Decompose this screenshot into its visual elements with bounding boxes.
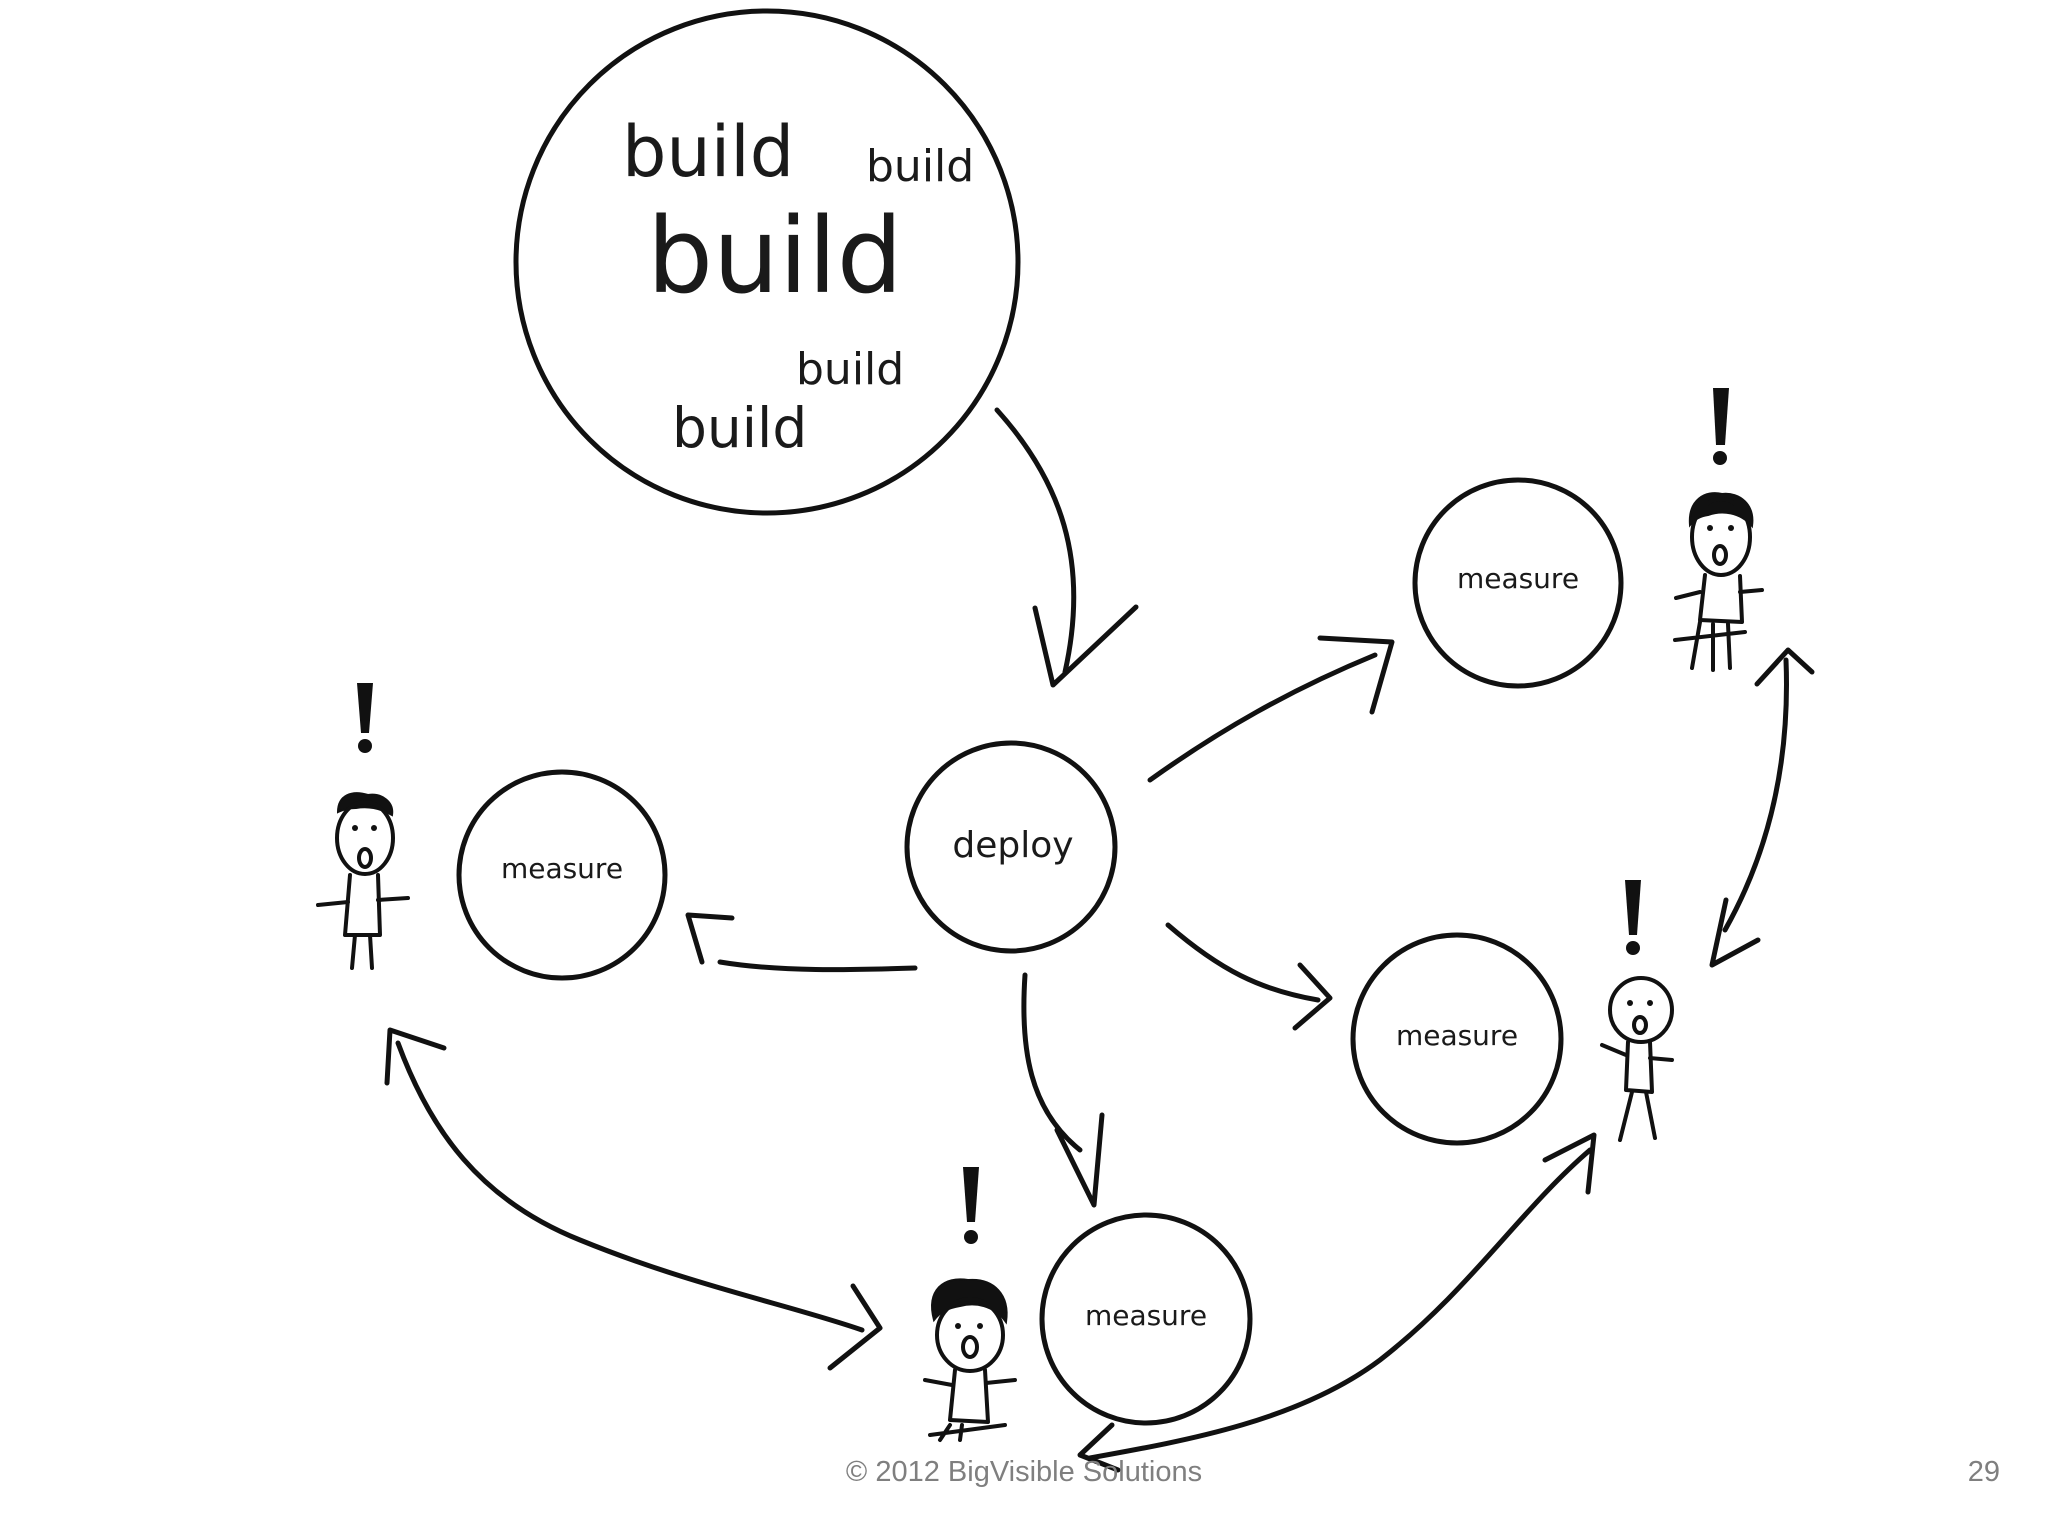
build-word: build bbox=[796, 344, 904, 395]
measure-label: measure bbox=[1457, 562, 1579, 595]
arrow-deploy-to-left-measure bbox=[685, 912, 918, 973]
node-measure-bottom: measure bbox=[1039, 1212, 1253, 1426]
node-measure-left: measure bbox=[456, 769, 668, 981]
build-word-large: build bbox=[647, 195, 903, 317]
arrow-shaft bbox=[1722, 657, 1789, 933]
arrow-shaft bbox=[1087, 1147, 1593, 1461]
arrow-build-to-deploy bbox=[994, 407, 1139, 688]
exclamation-icon bbox=[1713, 388, 1729, 465]
arrow-shaft bbox=[717, 959, 918, 973]
measure-circle bbox=[1039, 1212, 1253, 1426]
arrow-head bbox=[1077, 1422, 1121, 1473]
arrow-bottom-to-right-figure bbox=[1077, 1132, 1597, 1473]
measure-circle bbox=[456, 769, 668, 981]
exclamation-icon bbox=[1625, 880, 1641, 955]
node-deploy: deploy bbox=[904, 740, 1118, 954]
arrow-head bbox=[384, 1027, 447, 1086]
arrow-upper-right-to-right-figure bbox=[1709, 647, 1815, 968]
arrow-shaft bbox=[994, 407, 1077, 675]
arrow-shaft bbox=[1165, 922, 1321, 1003]
arrow-shaft bbox=[1021, 972, 1083, 1153]
footer-copyright: © 2012 BigVisible Solutions bbox=[845, 1456, 1203, 1488]
deploy-label: deploy bbox=[952, 825, 1073, 866]
stick-figure-bottom bbox=[923, 1167, 1017, 1442]
arrow-head bbox=[1542, 1132, 1597, 1195]
build-word: build bbox=[622, 111, 794, 193]
measure-circle bbox=[1350, 932, 1564, 1146]
arrow-head bbox=[1032, 604, 1139, 688]
arrow-head bbox=[1754, 647, 1815, 687]
arrow-head bbox=[1317, 635, 1395, 715]
arrow-deploy-to-upper-measure bbox=[1147, 635, 1395, 783]
node-measure-upper-right: measure bbox=[1412, 477, 1624, 689]
arrow-head bbox=[827, 1283, 883, 1371]
arrow-head bbox=[1292, 962, 1333, 1031]
arrow-deploy-to-right-measure bbox=[1165, 922, 1333, 1031]
measure-label: measure bbox=[501, 852, 623, 885]
exclamation-icon bbox=[357, 683, 373, 753]
stick-figure-right bbox=[1600, 880, 1674, 1142]
node-measure-right: measure bbox=[1350, 932, 1564, 1146]
measure-label: measure bbox=[1396, 1019, 1518, 1052]
page-number: 29 bbox=[1967, 1456, 2000, 1488]
measure-circle bbox=[1412, 477, 1624, 689]
arrow-shaft bbox=[395, 1040, 865, 1333]
deploy-circle bbox=[904, 740, 1118, 954]
build-word: build bbox=[866, 141, 974, 192]
arrow-shaft bbox=[1147, 652, 1378, 783]
arrow-left-to-bottom-figure bbox=[384, 1027, 883, 1371]
stick-figure-upper-right bbox=[1673, 388, 1764, 672]
exclamation-icon bbox=[963, 1167, 979, 1244]
build-word: build bbox=[672, 396, 807, 460]
arrow-head bbox=[685, 912, 735, 965]
arrow-head bbox=[1054, 1112, 1105, 1208]
build-bubble-circle bbox=[513, 8, 1021, 516]
arrow-head bbox=[1709, 897, 1761, 968]
stick-figure-left bbox=[316, 683, 410, 970]
arrow-deploy-to-bottom-measure bbox=[1021, 972, 1105, 1208]
measure-label: measure bbox=[1085, 1299, 1207, 1332]
build-bubble: build build build build build bbox=[513, 8, 1021, 516]
